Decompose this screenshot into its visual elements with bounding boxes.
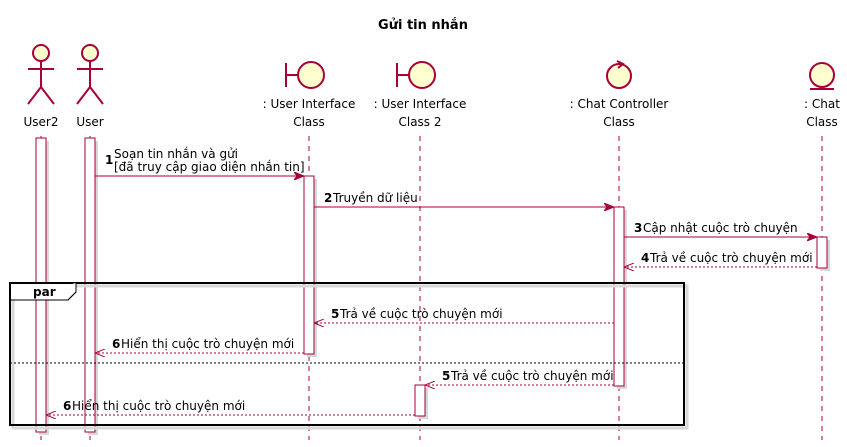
message-number: 3 [634, 221, 642, 235]
participant-name: User2 [24, 115, 59, 129]
control-icon [606, 60, 632, 89]
fragment-label: par [33, 285, 56, 299]
message-label: Trả về cuộc trò chuyện mới [450, 369, 614, 383]
message-number: 5 [442, 369, 450, 383]
participant-name: User [76, 115, 103, 129]
message-number: 6 [112, 337, 120, 351]
activation-bar-ui2 [414, 384, 426, 417]
participant-user2: User2 [24, 44, 59, 129]
message-number: 2 [324, 191, 332, 205]
boundary-icon [285, 61, 325, 89]
participant-name: Class [603, 115, 635, 129]
message-number: 4 [641, 251, 649, 265]
participant-name: Class [293, 115, 325, 129]
participant-name: : Chat Controller [570, 97, 669, 111]
participant-name: : User Interface [263, 97, 356, 111]
message-label: Hiển thị cuộc trò chuyện mới [72, 399, 245, 413]
activation-bar-ui1 [303, 175, 315, 355]
message-label: Soạn tin nhắn và gửi [114, 147, 238, 161]
diagram-title: Gửi tin nhắn [378, 18, 468, 33]
message-label: [đã truy cập giao diện nhắn tin] [114, 160, 305, 174]
participant-name: Class [806, 115, 838, 129]
participant-name: : User Interface [374, 97, 467, 111]
message-number: 5 [331, 307, 339, 321]
participant-name: Class 2 [398, 115, 441, 129]
participant-name: : Chat [804, 97, 840, 111]
participant-user: User [76, 44, 104, 129]
par-fragment: par [9, 282, 689, 430]
message-number: 1 [105, 153, 113, 167]
message-label: Cập nhật cuộc trò chuyện [643, 221, 798, 235]
message-number: 6 [63, 399, 71, 413]
activation-bar-chat [816, 236, 828, 269]
message-label: Truyền dữ liệu [332, 191, 418, 205]
activation-bar-ctrl [613, 206, 625, 387]
boundary-icon [396, 61, 436, 89]
message-label: Trả về cuộc trò chuyện mới [649, 251, 813, 265]
entity-icon [809, 62, 835, 90]
actor-icon [76, 44, 104, 105]
message-label: Hiển thị cuộc trò chuyện mới [121, 337, 294, 351]
message-label: Trả về cuộc trò chuyện mới [339, 307, 503, 321]
actor-icon [27, 44, 55, 105]
